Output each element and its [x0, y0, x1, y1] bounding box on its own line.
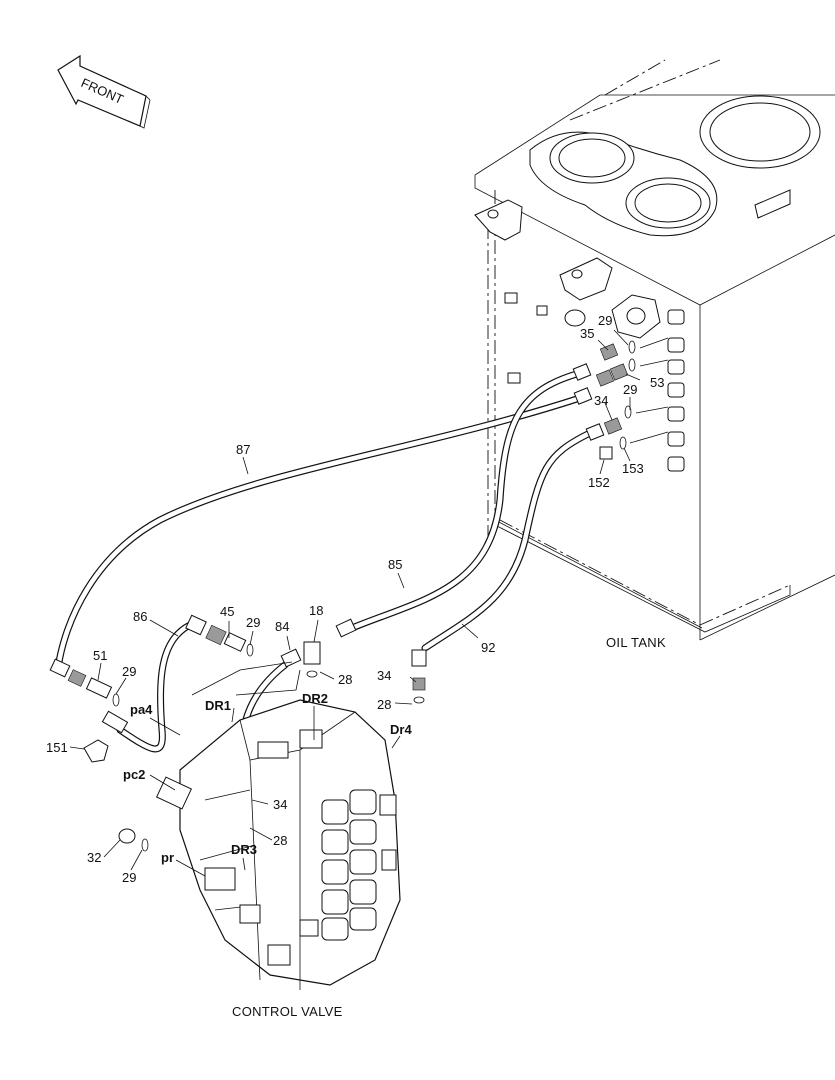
callout-151: 151: [46, 740, 68, 755]
callout-29-c: 29: [122, 870, 136, 885]
tank-bracket-side: [559, 257, 613, 301]
callout-labels: 87 85 92 86 45 29 84 18 28 51 29 34 28 1…: [46, 313, 664, 885]
tank-fittings: [572, 337, 669, 460]
hose-87: [54, 394, 584, 672]
callout-86: 86: [133, 609, 147, 624]
callout-18: 18: [309, 603, 323, 618]
callout-34-a: 34: [377, 668, 391, 683]
hose-86: [116, 621, 194, 753]
hose-85: [348, 369, 584, 632]
callout-29-b: 29: [122, 664, 136, 679]
callout-28-b: 28: [377, 697, 391, 712]
hose-92: [421, 429, 594, 652]
tank-ports: [667, 309, 685, 472]
callout-153: 153: [622, 461, 644, 476]
control-valve: [155, 699, 401, 990]
callout-28-c: 28: [273, 833, 287, 848]
callout-34-b: 34: [273, 797, 287, 812]
port-pr: pr: [161, 850, 174, 865]
oil-tank-caption: OIL TANK: [606, 635, 666, 650]
callout-29-d: 29: [598, 313, 612, 328]
callout-32: 32: [87, 850, 101, 865]
callout-34-c: 34: [594, 393, 608, 408]
callout-29-e: 29: [623, 382, 637, 397]
callout-28-a: 28: [338, 672, 352, 687]
port-dr2: DR2: [302, 691, 328, 706]
oil-tank: [474, 59, 835, 641]
callout-53: 53: [650, 375, 664, 390]
port-dr1: DR1: [205, 698, 231, 713]
callout-29-a: 29: [246, 615, 260, 630]
front-arrow: FRONT: [57, 54, 151, 129]
leader-lines: [69, 329, 641, 877]
callout-92: 92: [481, 640, 495, 655]
valve-spools: [267, 789, 397, 966]
callout-84: 84: [275, 619, 289, 634]
port-labels: pa4 pc2 pr DR1 DR2 DR3 Dr4: [123, 691, 412, 865]
port-dr4: Dr4: [390, 722, 412, 737]
callout-152: 152: [588, 475, 610, 490]
port-pc2: pc2: [123, 767, 145, 782]
tank-bracket-top: [474, 199, 523, 241]
callout-87: 87: [236, 442, 250, 457]
callout-35: 35: [580, 326, 594, 341]
control-valve-caption: CONTROL VALVE: [232, 1004, 343, 1019]
port-dr3: DR3: [231, 842, 257, 857]
port-pa4: pa4: [130, 702, 153, 717]
callout-51: 51: [93, 648, 107, 663]
callout-85: 85: [388, 557, 402, 572]
callout-45: 45: [220, 604, 234, 619]
